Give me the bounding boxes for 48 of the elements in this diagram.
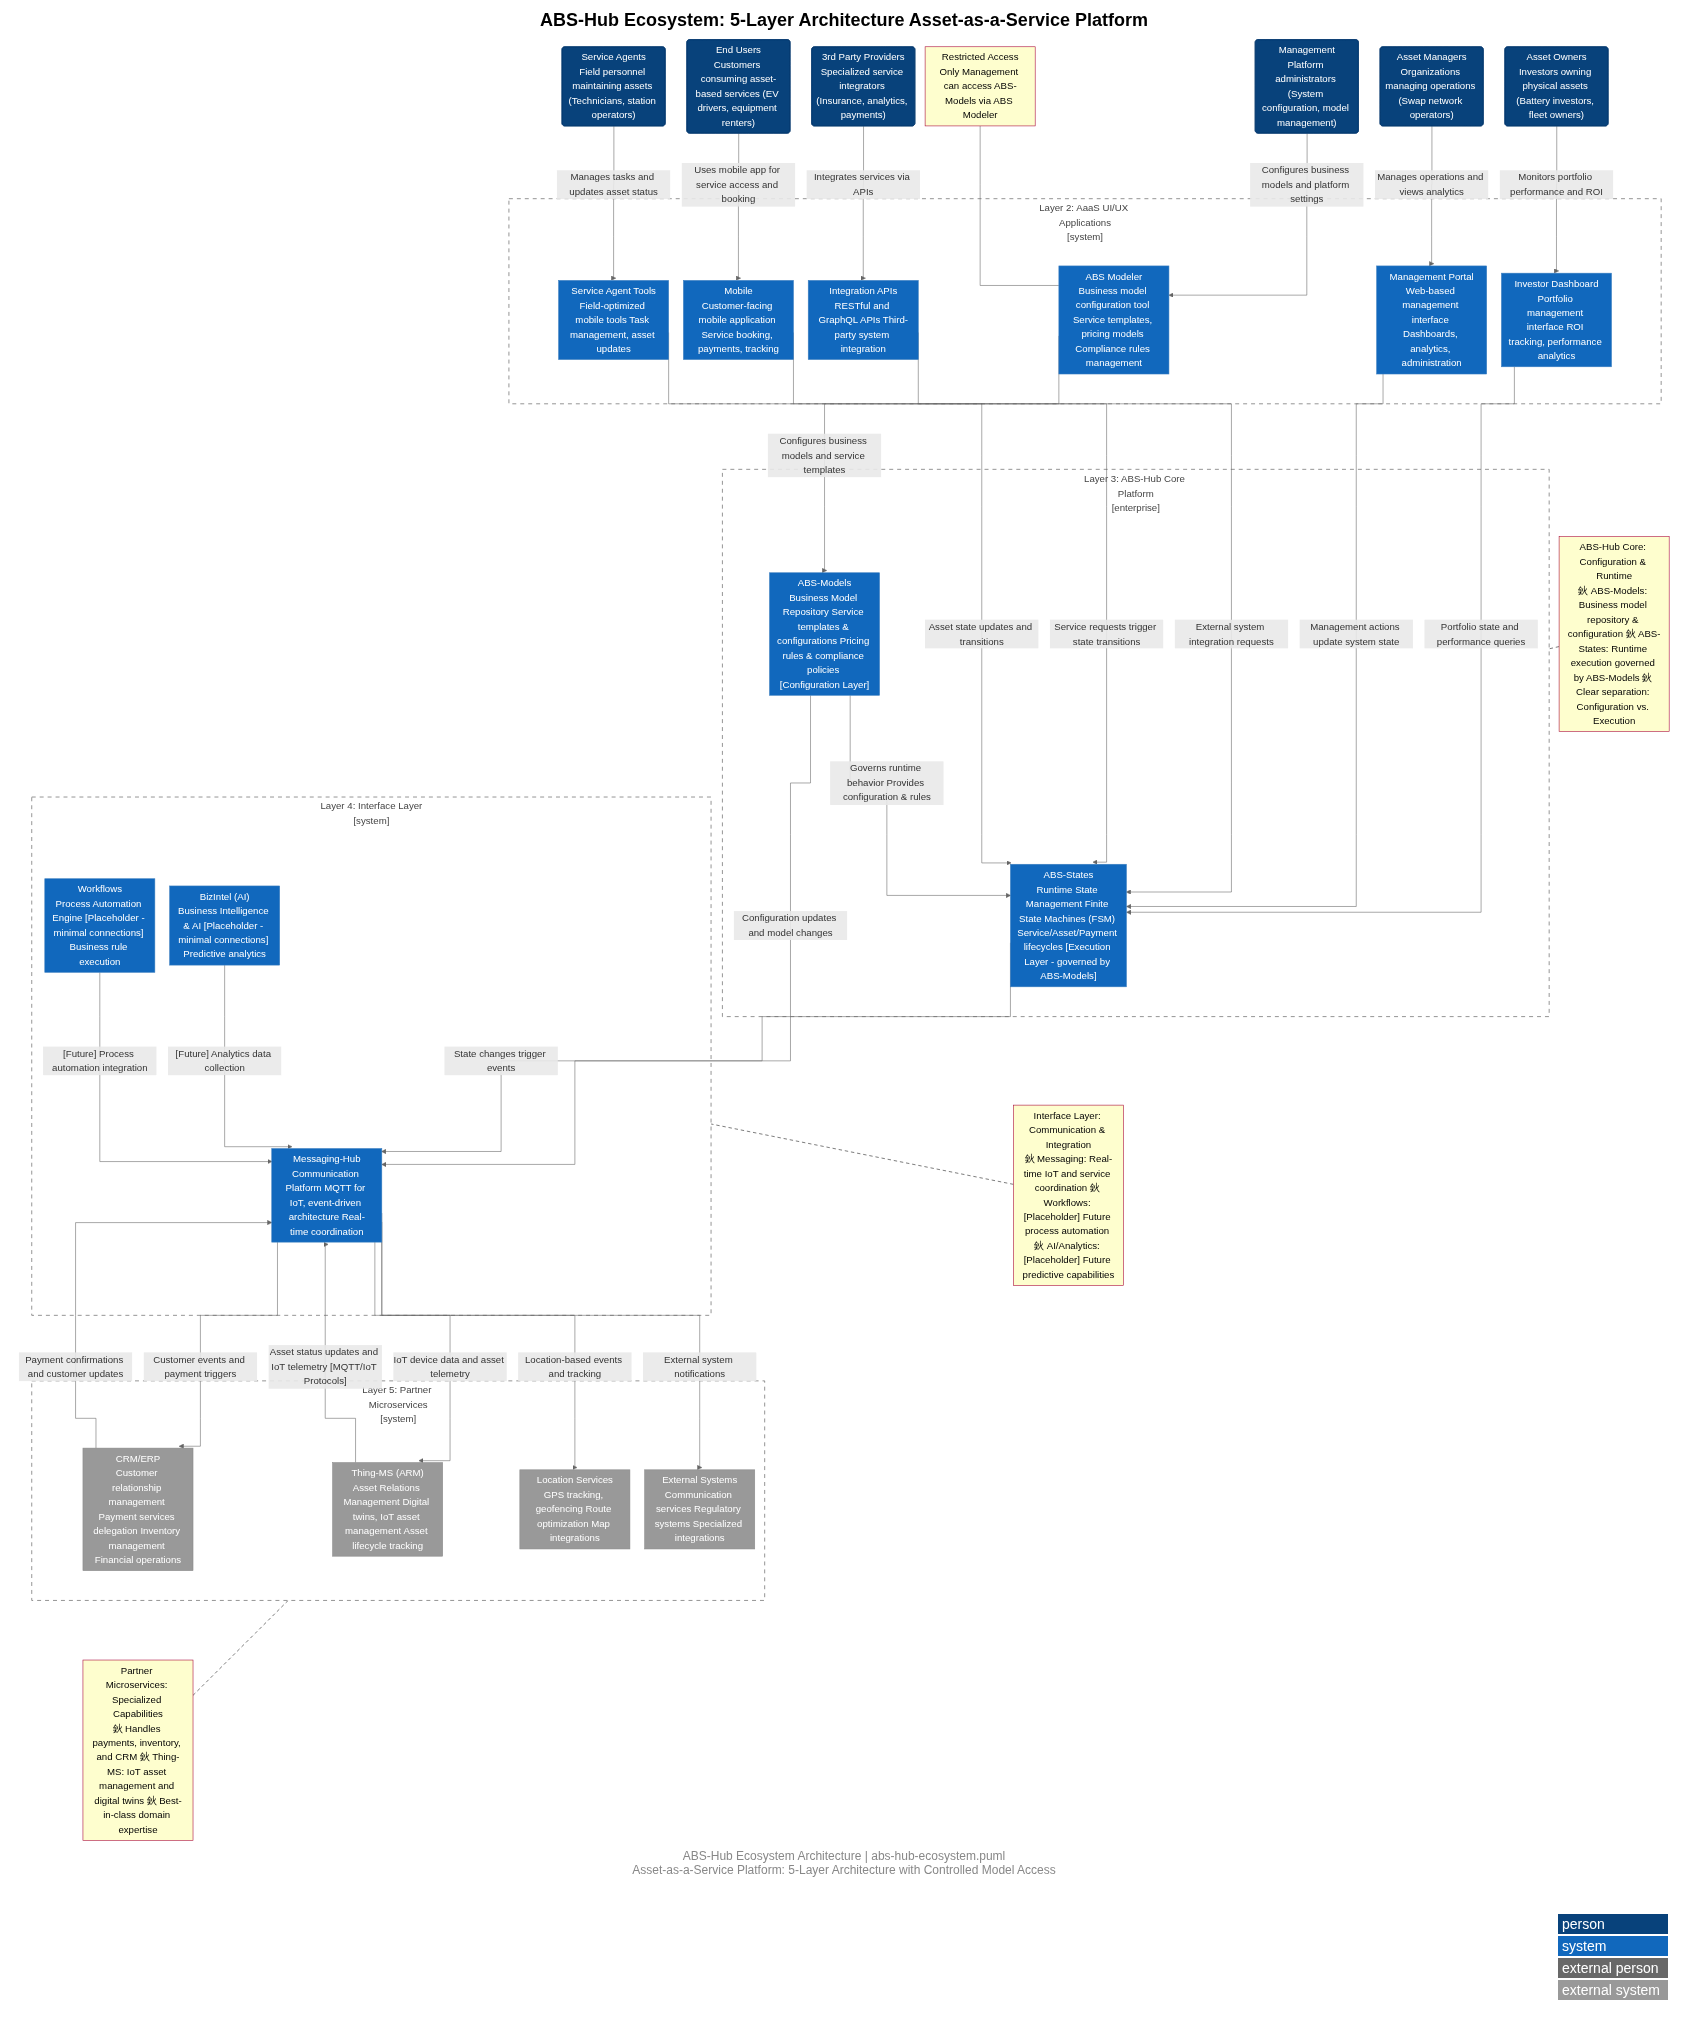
node-box: Workflows Process Automation Engine [Placeholder - minimal connections] Business rule execution [44, 878, 156, 973]
edge-label: Integrates services via APIs [813, 171, 910, 198]
node-box: Thing-MS (ARM) Asset Relations Management Digital twins, IoT asset management Asset lifecycle tracking [332, 1462, 443, 1557]
node-box: CRM/ERP Customer relationship management Payment services delegation Inventory management Financial operations [82, 1447, 194, 1571]
legend-entry: person [1558, 1914, 1668, 1934]
edge-label: Governs runtime behavior Provides configuration & rules [842, 762, 931, 803]
node-box: ABS-Hub Core: Configuration & Runtime 鈥 ABS-Models: Business model repository & configuration 鈥 ABS-States: Runtime execution governed by ABS-Models 鈥 Clear separation: Configuration vs. Execution [1558, 536, 1670, 732]
edge-label: [Future] Process automation integration [52, 1048, 148, 1074]
edge-label: Service requests trigger state transitions [1054, 621, 1157, 647]
edge-label: Manages operations and views analytics [1377, 171, 1484, 198]
edge-label: Asset status updates and IoT telemetry [MQTT/IoT Protocols] [269, 1346, 379, 1387]
edge-label: Configuration updates and model changes [741, 912, 837, 939]
node-box: Interface Layer: Communication & Integration 鈥 Messaging: Real-time IoT and service coordination 鈥 Workflows: [Placeholder] Future process automation 鈥 AI/Analytics: [Placeholder] Future predictive capabilities [1013, 1104, 1124, 1286]
edge-label: Management actions update system state [1310, 621, 1400, 647]
node-box: Messaging-Hub Communication Platform MQTT for IoT, event-driven architecture Real-time coordination [271, 1148, 383, 1243]
node-box: BizIntel (AI) Business Intelligence & AI [Placeholder - minimal connections] Predictive analytics [169, 885, 280, 966]
edge-label: State changes trigger events [453, 1048, 546, 1074]
edge-label: Manages tasks and updates asset status [569, 171, 658, 198]
node-box: Partner Microservices: Specialized Capabilities 鈥 Handles payments, inventory, and CRM 鈥 Thing-MS: IoT asset management and digital twins 鈥 Best-in-class domain expertise [82, 1659, 194, 1841]
footer-note: Asset-as-a-Service Platform: 5-Layer Architecture with Controlled Model Access [631, 1863, 1057, 1877]
diagram-title: ABS-Hub Ecosystem: 5-Layer Architecture Asset-as-a-Service Platform [539, 10, 1149, 31]
node-box: Integration APIs RESTful and GraphQL APIs Third-party system integration [807, 280, 919, 360]
edge-label: Payment confirmations and customer updates [25, 1354, 124, 1380]
edge-label: Monitors portfolio performance and ROI [1510, 171, 1603, 198]
legend-entry: external person [1558, 1958, 1668, 1978]
edge-label: Asset state updates and transitions [928, 621, 1033, 647]
edge-label: IoT device data and asset telemetry [393, 1354, 504, 1380]
node-box: ABS Modeler Business model configuration tool Service templates, pricing models Compliance rules management [1058, 265, 1170, 375]
connector [979, 125, 1060, 286]
edge-label: External system notifications [664, 1354, 733, 1380]
edge-label: Customer events and payment triggers [153, 1354, 245, 1380]
footer-note: ABS-Hub Ecosystem Architecture | abs-hub-ecosystem.puml [681, 1849, 1007, 1863]
edge-label: [Future] Analytics data collection [175, 1048, 272, 1074]
node-box: ABS-Models Business Model Repository Service templates & configurations Pricing rules & compliance policies [Configuration Layer] [769, 572, 880, 696]
node-box: External Systems Communication services Regulatory systems Specialized integrations [644, 1469, 756, 1550]
node-box: Investor Dashboard Portfolio management interface ROI tracking, performance analytics [1501, 272, 1612, 368]
node-box: Management Portal Web-based management interface Dashboards, analytics, administration [1376, 265, 1487, 375]
node-box: ABS-States Runtime State Management Finite State Machines (FSM) Service/Asset/Payment lifecycles [Execution Layer - governed by ABS-Models] [1010, 863, 1127, 988]
legend-entry: system [1558, 1936, 1668, 1956]
node-box: Service Agent Tools Field-optimized mobile tools Task management, asset updates [558, 280, 669, 360]
edge-label: External system integration requests [1189, 621, 1274, 647]
node-box: Location Services GPS tracking, geofencing Route optimization Map integrations [519, 1469, 631, 1550]
edge-label: Location-based events and tracking [525, 1354, 623, 1380]
node-box: Restricted Access Only Management can access ABS-Models via ABS Modeler [924, 46, 1036, 127]
node-box: Mobile Customer-facing mobile application Service booking, payments, tracking [683, 280, 794, 360]
legend-entry: external system [1558, 1980, 1668, 2000]
connector [192, 1600, 289, 1696]
edge-label: Portfolio state and performance queries [1436, 621, 1526, 647]
